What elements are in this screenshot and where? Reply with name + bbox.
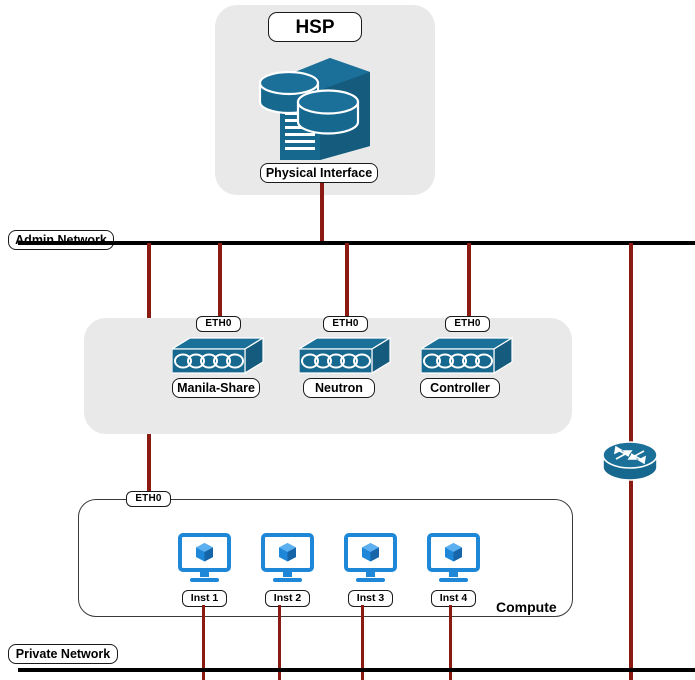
private-network-label: Private Network xyxy=(8,644,118,664)
hsp-title-label: HSP xyxy=(268,12,362,42)
inst-4-label: Inst 4 xyxy=(431,590,476,607)
compute-label: Compute xyxy=(496,599,557,615)
controller-label: Controller xyxy=(420,378,500,398)
link-admin-to-controller xyxy=(467,243,471,353)
physical-interface-label: Physical Interface xyxy=(260,163,378,183)
instance-monitor-icon xyxy=(344,533,397,583)
manila-share-eth0-label: ETH0 xyxy=(196,316,241,332)
switch-icon xyxy=(172,337,264,377)
storage-array-icon xyxy=(258,50,376,160)
switch-icon xyxy=(299,337,391,377)
admin-network-bus xyxy=(18,241,695,245)
switch-icon xyxy=(421,337,513,377)
neutron-eth0-label: ETH0 xyxy=(323,316,368,332)
link-admin-to-manila-share xyxy=(218,243,222,353)
link-inst-4-to-private xyxy=(449,605,452,680)
inst-3-label: Inst 3 xyxy=(348,590,393,607)
service-nodes-panel xyxy=(84,318,572,434)
instance-monitor-icon xyxy=(427,533,480,583)
compute-eth0-label: ETH0 xyxy=(126,491,171,507)
link-admin-to-neutron xyxy=(345,243,349,353)
instance-monitor-icon xyxy=(178,533,231,583)
instance-monitor-icon xyxy=(261,533,314,583)
link-inst-1-to-private xyxy=(202,605,205,680)
manila-share-label: Manila-Share xyxy=(172,378,260,398)
link-inst-2-to-private xyxy=(278,605,281,680)
private-network-bus xyxy=(18,668,695,672)
controller-eth0-label: ETH0 xyxy=(445,316,490,332)
inst-2-label: Inst 2 xyxy=(265,590,310,607)
compute-container xyxy=(78,499,573,617)
neutron-label: Neutron xyxy=(303,378,375,398)
router-icon xyxy=(602,441,658,481)
admin-network-label: Admin Network xyxy=(8,230,114,250)
link-inst-3-to-private xyxy=(361,605,364,680)
link-hsp-to-admin xyxy=(320,183,324,243)
